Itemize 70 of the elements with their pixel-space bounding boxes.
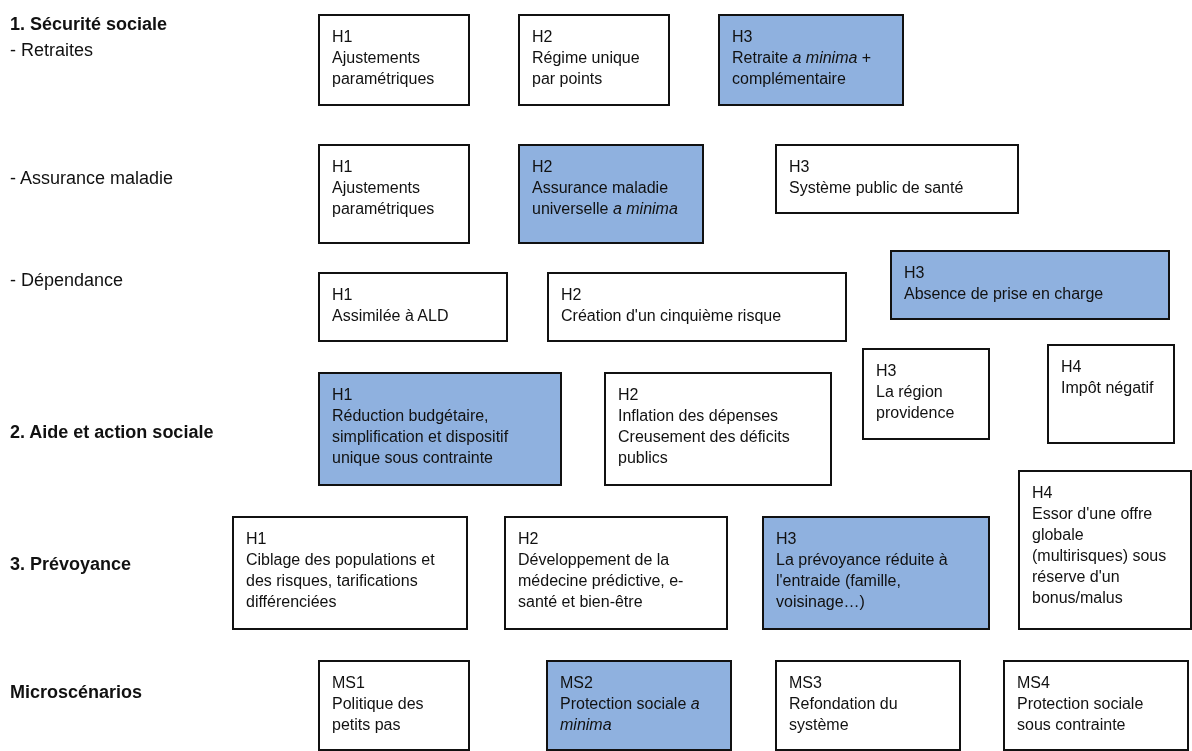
- hypothesis-text: Système public de santé: [789, 178, 965, 198]
- scenario-box: [1018, 470, 1192, 630]
- hypothesis-text: Protection sociale a minima: [560, 694, 701, 735]
- hypothesis-code: H2: [618, 385, 640, 405]
- hypothesis-text: Politique des petits pas: [332, 694, 425, 735]
- hypothesis-code: H4: [1061, 357, 1083, 377]
- hypothesis-code: MS3: [789, 673, 823, 693]
- hypothesis-text: Ciblage des populations et des risques, tarifications différenciées: [246, 550, 436, 612]
- hypothesis-code: H1: [332, 27, 354, 47]
- row-subheading: - Retraites: [10, 40, 94, 61]
- hypothesis-code: H1: [332, 285, 354, 305]
- scenario-box: [762, 516, 990, 630]
- hypothesis-code: H1: [332, 385, 354, 405]
- hypothesis-text: Absence de prise en charge: [904, 284, 1105, 304]
- hypothesis-text: Assurance maladie universelle a minima: [532, 178, 679, 219]
- scenario-box: [318, 14, 470, 106]
- hypothesis-text: Inflation des dépenses Creusement des déficits publics: [618, 406, 791, 468]
- scenario-box: [318, 660, 470, 751]
- row-heading: 1. Sécurité sociale: [10, 14, 168, 35]
- scenario-box: [775, 660, 961, 751]
- hypothesis-code: H1: [332, 157, 354, 177]
- scenario-box: [518, 144, 704, 244]
- hypothesis-text: Réduction budgétaire, simplification et dispositif unique sous contrainte: [332, 406, 510, 468]
- scenario-box: [232, 516, 468, 630]
- scenario-box: [504, 516, 728, 630]
- scenario-box: [518, 14, 670, 106]
- scenario-box: [718, 14, 904, 106]
- row-heading: 2. Aide et action sociale: [10, 422, 214, 443]
- scenario-box: [862, 348, 990, 440]
- row-heading: 3. Prévoyance: [10, 554, 132, 575]
- scenario-box: [318, 372, 562, 486]
- hypothesis-code: H3: [732, 27, 754, 47]
- hypothesis-code: H1: [246, 529, 268, 549]
- scenario-box: [604, 372, 832, 486]
- scenario-box: [318, 144, 470, 244]
- hypothesis-code: H3: [789, 157, 811, 177]
- hypothesis-text: Protection sociale sous contrainte: [1017, 694, 1145, 735]
- hypothesis-code: MS2: [560, 673, 594, 693]
- hypothesis-text: Ajustements paramétriques: [332, 178, 436, 219]
- row-heading: Microscénarios: [10, 682, 143, 703]
- row-subheading: - Assurance maladie: [10, 168, 174, 189]
- hypothesis-code: H2: [532, 27, 554, 47]
- hypothesis-text: Régime unique par points: [532, 48, 641, 89]
- hypothesis-code: H2: [518, 529, 540, 549]
- hypothesis-text: Essor d'une offre globale (multirisques) sous réserve d'un bonus/malus: [1032, 504, 1168, 608]
- hypothesis-code: H2: [532, 157, 554, 177]
- hypothesis-text: Développement de la médecine prédictive, e-santé et bien-être: [518, 550, 685, 612]
- hypothesis-code: MS1: [332, 673, 366, 693]
- hypothesis-code: MS4: [1017, 673, 1051, 693]
- hypothesis-text: Retraite a minima + complémentaire: [732, 48, 873, 89]
- scenario-box: [546, 660, 732, 751]
- hypothesis-text: Création d'un cinquième risque: [561, 306, 783, 326]
- scenario-box: [1003, 660, 1189, 751]
- scenario-box: [775, 144, 1019, 214]
- hypothesis-text: Refondation du système: [789, 694, 899, 735]
- scenario-box: [318, 272, 508, 342]
- hypothesis-text: La prévoyance réduite à l'entraide (famille, voisinage…): [776, 550, 949, 612]
- hypothesis-text: Impôt négatif: [1061, 378, 1155, 398]
- hypothesis-code: H3: [776, 529, 798, 549]
- scenario-box: [547, 272, 847, 342]
- hypothesis-code: H3: [904, 263, 926, 283]
- row-subheading: - Dépendance: [10, 270, 124, 291]
- hypothesis-text: La région providence: [876, 382, 956, 423]
- scenario-box: [1047, 344, 1175, 444]
- hypothesis-code: H2: [561, 285, 583, 305]
- hypothesis-code: H4: [1032, 483, 1054, 503]
- hypothesis-text: Assimilée à ALD: [332, 306, 450, 326]
- hypothesis-text: Ajustements paramétriques: [332, 48, 436, 89]
- scenario-box: [890, 250, 1170, 320]
- hypothesis-code: H3: [876, 361, 898, 381]
